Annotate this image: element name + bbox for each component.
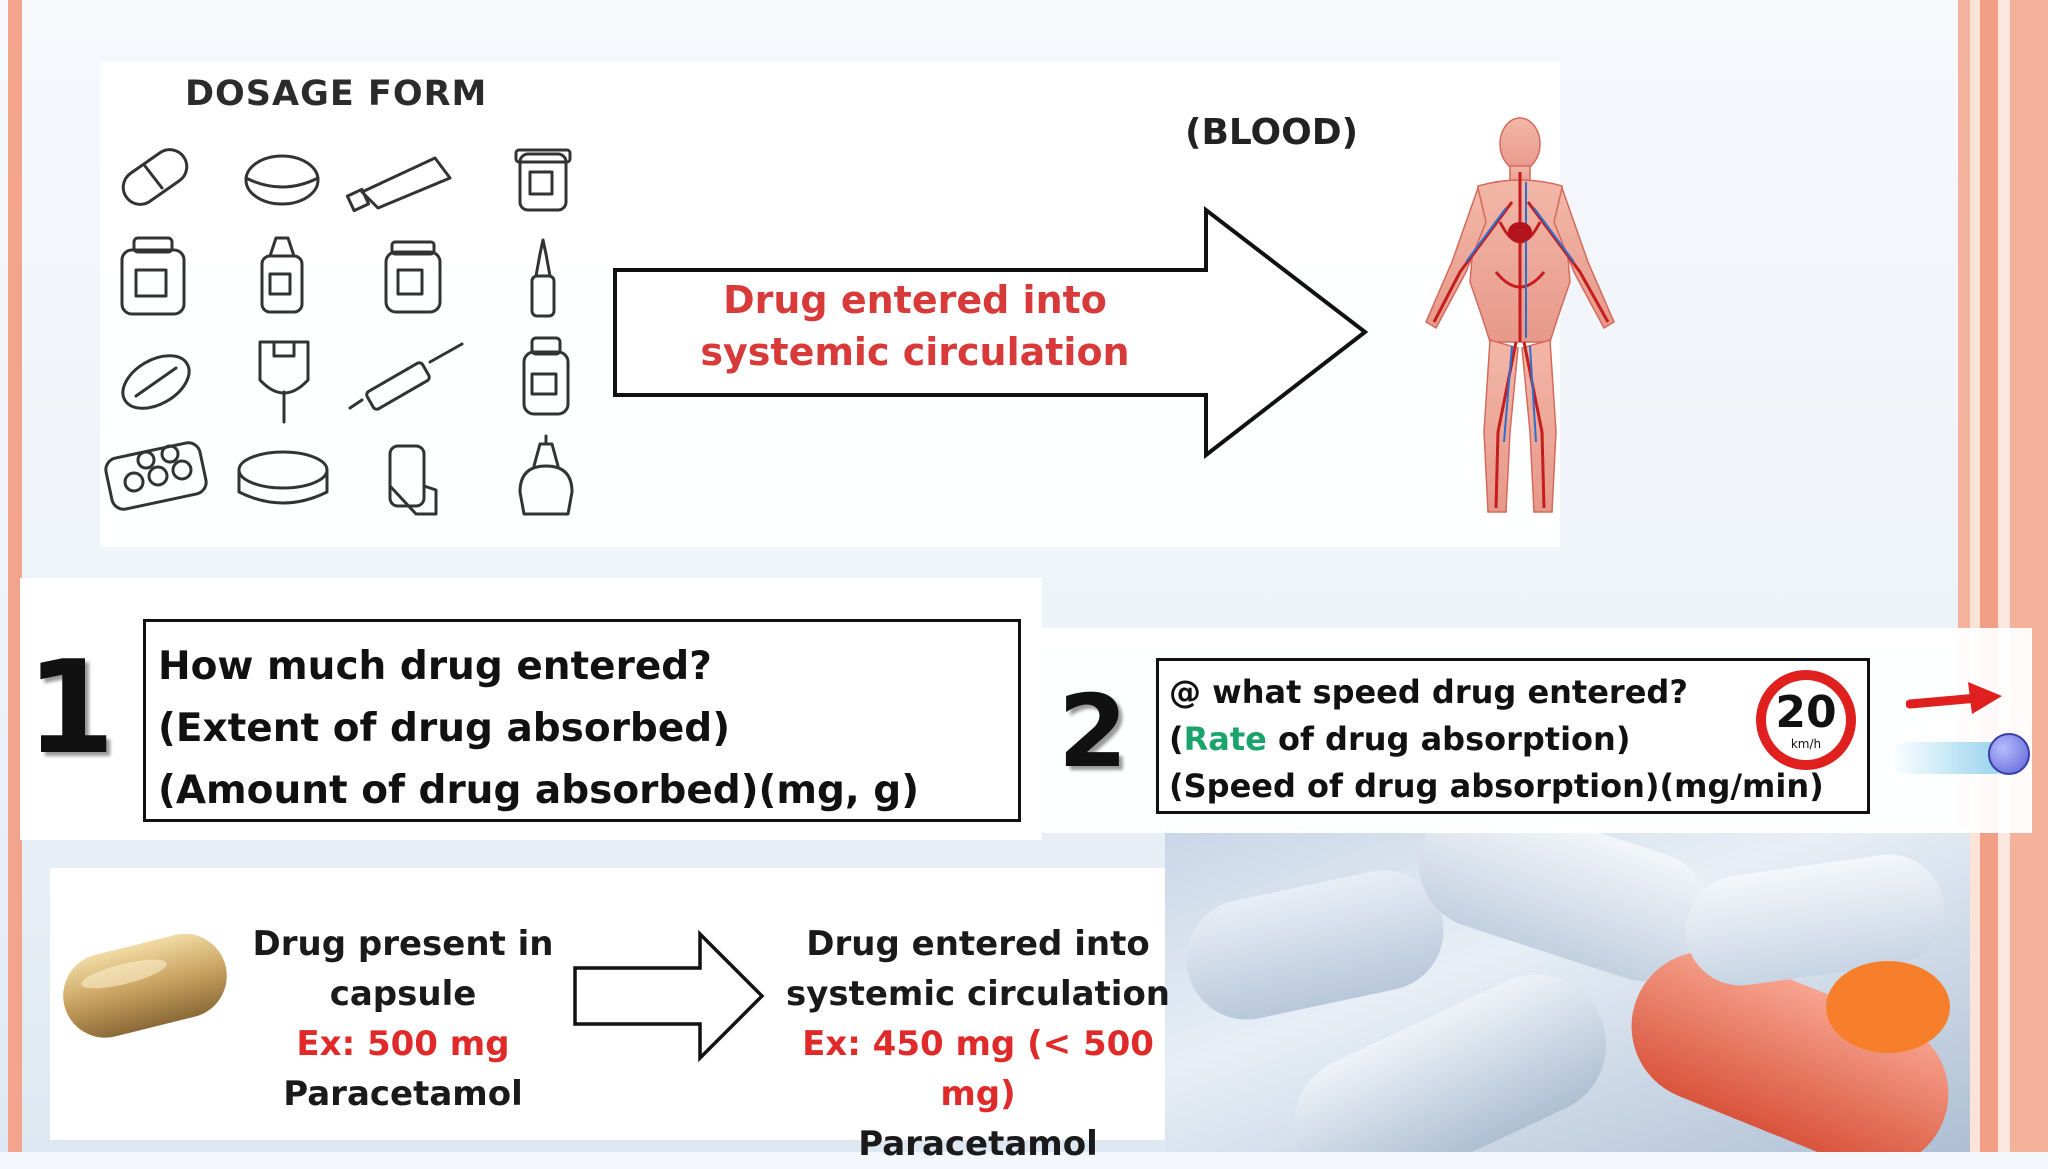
capsule-photo xyxy=(63,933,227,1038)
rate-of-absorption-box: @ what speed drug entered? (Rate of drug… xyxy=(1156,658,1870,814)
speed-limit-unit: km/h xyxy=(1790,737,1822,751)
arrow-text-line2: systemic circulation xyxy=(700,330,1130,374)
extent-question: How much drug entered? xyxy=(158,644,712,689)
blister-pack-icon xyxy=(104,441,208,511)
drug-in-capsule-caption: Drug present in capsule Ex: 500 mg Parac… xyxy=(248,919,558,1119)
moving-ball-icon xyxy=(1988,733,2030,775)
question-1-number: 1 xyxy=(26,634,116,783)
rate-question: @ what speed drug entered? xyxy=(1169,673,1688,711)
entered-drug-name: Paracetamol xyxy=(858,1124,1098,1164)
syringe-icon xyxy=(348,342,464,411)
absorption-arrow xyxy=(573,930,765,1062)
speed-limit-value: 20 xyxy=(1775,687,1837,738)
entered-example-dose: Ex: 450 mg (< 500 mg) xyxy=(802,1024,1154,1114)
question-2-number: 2 xyxy=(1058,673,1128,790)
extent-amount: (Amount of drug absorbed)(mg, g) xyxy=(158,768,920,813)
jar-icon xyxy=(384,240,442,314)
extent-of-absorption-box: How much drug entered? (Extent of drug a… xyxy=(143,619,1021,822)
capsule-drug-name: Paracetamol xyxy=(283,1074,523,1114)
ointment-tube-icon xyxy=(345,156,452,213)
systemic-circulation-arrow xyxy=(613,205,1369,460)
capsule-caption-line2: capsule xyxy=(329,974,477,1014)
inhaler-icon xyxy=(388,444,438,516)
capsule-example-dose: Ex: 500 mg xyxy=(296,1024,510,1064)
lozenge-tin-icon xyxy=(237,450,329,505)
rate-definition: (Rate of drug absorption) xyxy=(1169,716,1867,763)
rate-definition-rest: of drug absorption) xyxy=(1266,720,1631,758)
vial-icon xyxy=(260,236,304,314)
ampoule-icon xyxy=(530,238,556,318)
vial-icon xyxy=(522,336,570,416)
rate-word: Rate xyxy=(1183,720,1267,758)
dosage-form-icon-grid xyxy=(104,148,574,516)
rate-speed: (Speed of drug absorption)(mg/min) xyxy=(1169,767,1824,805)
speed-limit-sign-icon: 20 km/h xyxy=(1756,670,1856,770)
rate-open-paren: ( xyxy=(1169,720,1184,758)
arrow-text: Drug entered into systemic circulation xyxy=(640,274,1190,378)
arrow-text-line1: Drug entered into xyxy=(723,278,1107,322)
human-circulatory-system-illustration xyxy=(1425,117,1615,513)
orange-decorative-oval xyxy=(1826,961,1950,1053)
dosage-form-title: DOSAGE FORM xyxy=(185,74,488,114)
iv-bag-icon xyxy=(258,340,310,424)
blood-label: (BLOOD) xyxy=(1185,112,1359,153)
right-decorative-stripes xyxy=(1958,0,2048,1152)
entered-caption-line1: Drug entered into xyxy=(806,924,1150,964)
dropper-bottle-icon xyxy=(518,434,574,516)
tablet-icon xyxy=(244,154,320,206)
extent-definition: (Extent of drug absorbed) xyxy=(158,706,731,751)
left-decorative-stripe xyxy=(8,0,22,1152)
capsule-caption-line1: Drug present in xyxy=(252,924,554,964)
fast-motion-arrow-icon xyxy=(1906,682,2002,714)
capsule-icon xyxy=(121,148,189,206)
bottle-icon xyxy=(120,236,186,316)
jar-icon xyxy=(514,148,572,212)
drug-entered-caption: Drug entered into systemic circulation E… xyxy=(778,919,1178,1169)
oval-tablet-icon xyxy=(121,354,191,410)
entered-caption-line2: systemic circulation xyxy=(785,974,1171,1014)
